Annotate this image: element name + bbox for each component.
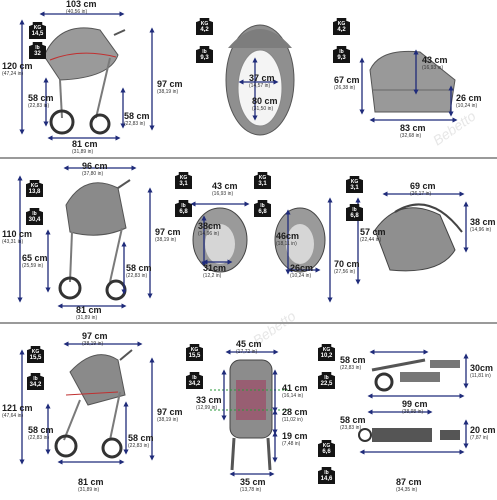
dimension-label: 26cm(10,24 in) — [290, 263, 314, 279]
dimension-label: 31cm(12,2 in) — [203, 263, 227, 279]
dimension-label: 58 cm(22,83 in) — [28, 93, 54, 109]
dimension-label: 43 cm(16,93 in) — [422, 55, 448, 71]
dimension-label: 43 cm(16,93 in) — [212, 181, 238, 197]
dimension-label: 37 cm(14,57 in) — [249, 73, 275, 89]
dimension-label: 38 cm(14,96 in) — [470, 217, 496, 233]
dimension-label: 58 cm(22,83 in) — [340, 355, 366, 371]
dimension-label: 120 cm(47,24 in) — [2, 61, 33, 77]
dimension-label: 97 cm(38,19 in) — [155, 227, 181, 243]
dimension-label: 80 cm(31,50 in) — [252, 96, 278, 112]
dimension-label: 97 cm(38,19 in) — [157, 79, 183, 95]
dimension-label: 96 cm(37,80 in) — [82, 161, 108, 177]
stroller-front-image — [210, 359, 290, 471]
dimension-label: 70 cm(27,56 in) — [334, 259, 360, 275]
dimension-label: 38cm(14,96 in) — [198, 221, 222, 237]
section-divider — [0, 322, 497, 324]
car-seat-stroller-image — [58, 179, 131, 301]
dimension-label: 35 cm(13,78 in) — [240, 477, 266, 493]
dimension-label: 97 cm(38,19 in) — [82, 331, 108, 347]
dimension-label: 121 cm(47,64 in) — [2, 403, 33, 419]
seat-unit-stroller-image — [54, 349, 133, 459]
dimension-label: 30cm(11,81 in) — [470, 363, 494, 379]
dimension-label: 46cm(18,11 in) — [276, 231, 300, 247]
dimension-label: 58 cm(22,83 in) — [126, 263, 152, 279]
dimension-label: 58 cm(22,83 in) — [128, 433, 154, 449]
dimension-label: 81 cm(31,89 in) — [76, 305, 102, 321]
disassembled-parts-image — [358, 428, 460, 442]
dimension-label: 83 cm(32,68 in) — [400, 123, 426, 139]
dimension-label: 58 cm(22,83 in) — [28, 425, 54, 441]
dimension-label: 58 cm(23,83 in) — [340, 415, 366, 431]
dimension-label: 99 cm(38,98 in) — [402, 399, 428, 415]
dimension-label: 26 cm(10,24 in) — [456, 93, 482, 109]
carrycot-top-image — [225, 24, 295, 136]
dimension-label: 57 cm(22,44 in) — [360, 227, 386, 243]
dimension-label: 87 cm(34,35 in) — [396, 477, 422, 493]
dimension-label: 58 cm(22,83 in) — [124, 111, 150, 127]
dimension-label: 81 cm(31,89 in) — [78, 477, 104, 493]
dimension-label: 45 cm(17,72 in) — [236, 339, 262, 355]
dimension-label: 28 cm(11,02 in) — [282, 407, 308, 423]
dimension-label: 81 cm(31,89 in) — [72, 139, 98, 155]
dimension-label: 33 cm(12,99 in) — [196, 395, 222, 411]
dimension-label: 41 cm(16,14 in) — [282, 383, 308, 399]
dimension-label: 69 cm(26,17 in) — [410, 181, 436, 197]
dimension-label: 103 cm(40,56 in) — [66, 0, 97, 15]
dimension-arrows — [17, 11, 469, 477]
dimension-label: 110 cm(43,31 in) — [2, 229, 33, 245]
section-divider — [0, 157, 497, 159]
dimension-label: 65 cm(25,59 in) — [22, 253, 48, 269]
dimension-label: 19 cm(7,48 in) — [282, 431, 308, 447]
carrycot-stroller-image — [43, 27, 126, 135]
dimension-label: 97 cm(38,19 in) — [157, 407, 183, 423]
car-seat-side-image — [374, 203, 463, 272]
folded-frame-image — [371, 358, 460, 392]
dimension-label: 20 cm(7,87 in) — [470, 425, 496, 441]
dimension-label: 67 cm(26,38 in) — [334, 75, 360, 91]
